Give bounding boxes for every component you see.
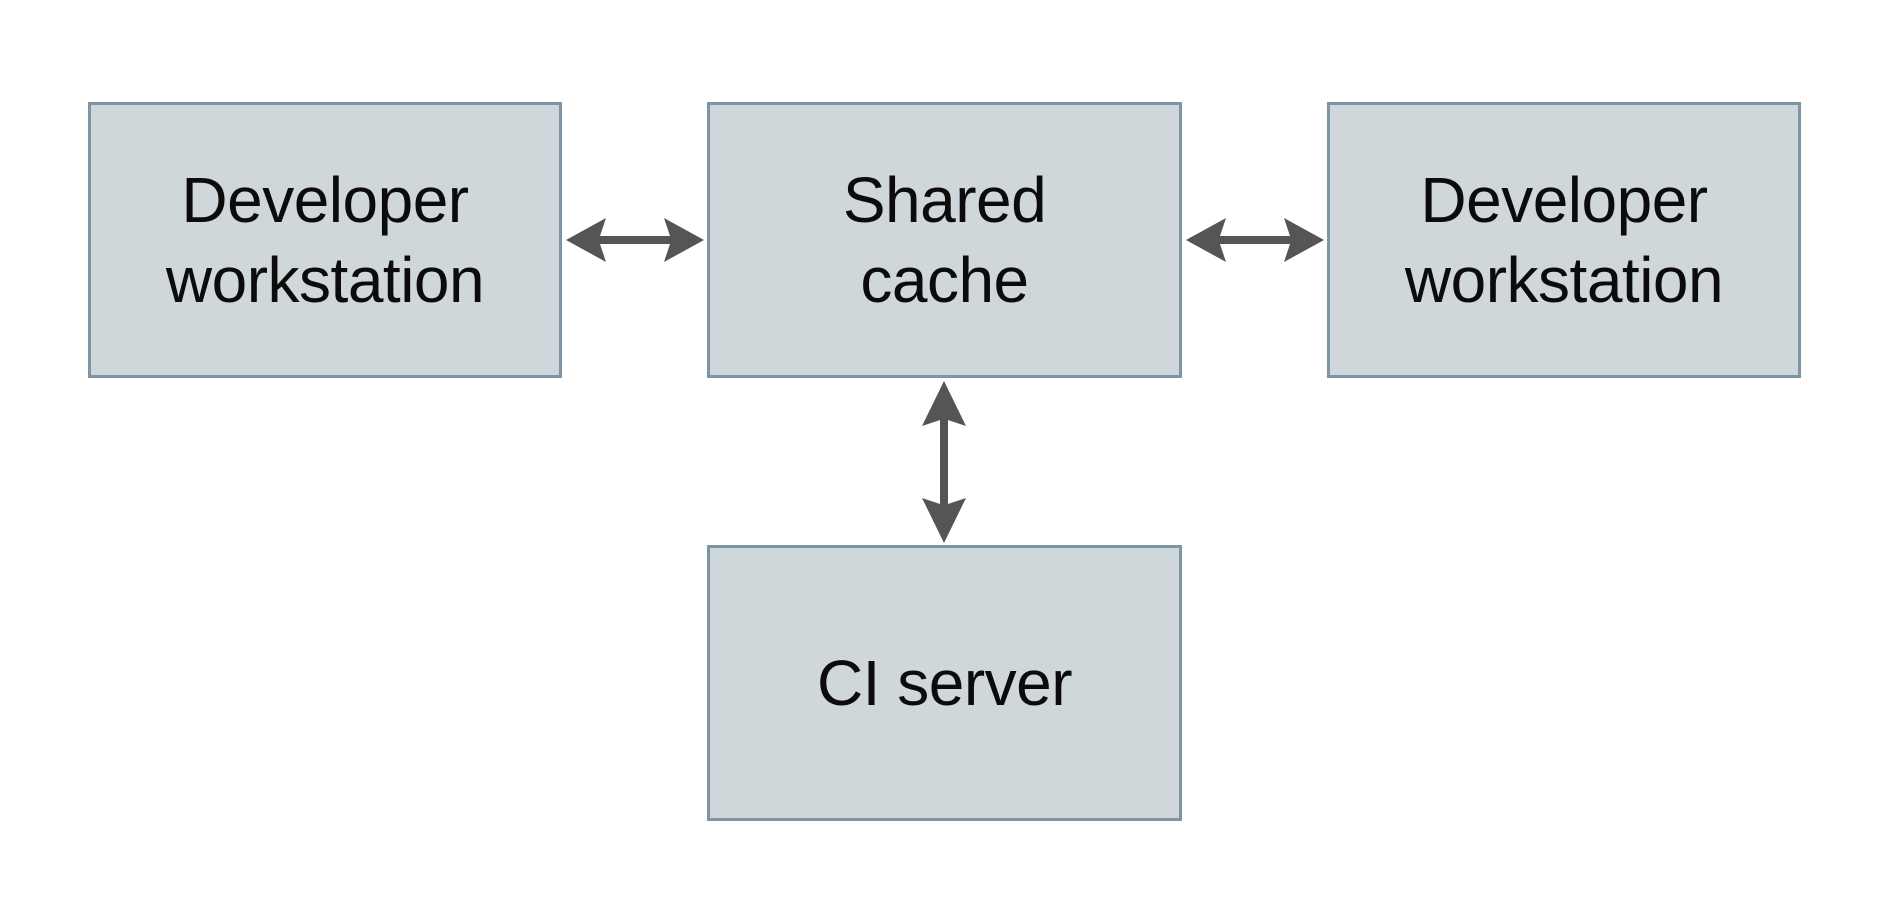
double-arrow-horizontal-icon bbox=[1186, 218, 1324, 262]
double-arrow-vertical-icon bbox=[922, 381, 966, 543]
node-developer-workstation-left[interactable]: Developer workstation bbox=[88, 102, 562, 378]
node-label: Developer workstation bbox=[165, 164, 485, 316]
edge-shared-cache-to-developer-right bbox=[1182, 210, 1328, 270]
node-shared-cache[interactable]: Shared cache bbox=[707, 102, 1182, 378]
node-ci-server[interactable]: CI server bbox=[707, 545, 1182, 821]
node-label: Developer workstation bbox=[1404, 164, 1724, 316]
edge-shared-cache-to-ci-server bbox=[914, 378, 974, 546]
node-developer-workstation-right[interactable]: Developer workstation bbox=[1327, 102, 1801, 378]
node-label: Shared cache bbox=[842, 164, 1047, 316]
double-arrow-horizontal-icon bbox=[566, 218, 704, 262]
node-label: CI server bbox=[816, 647, 1073, 719]
edge-developer-left-to-shared-cache bbox=[562, 210, 708, 270]
